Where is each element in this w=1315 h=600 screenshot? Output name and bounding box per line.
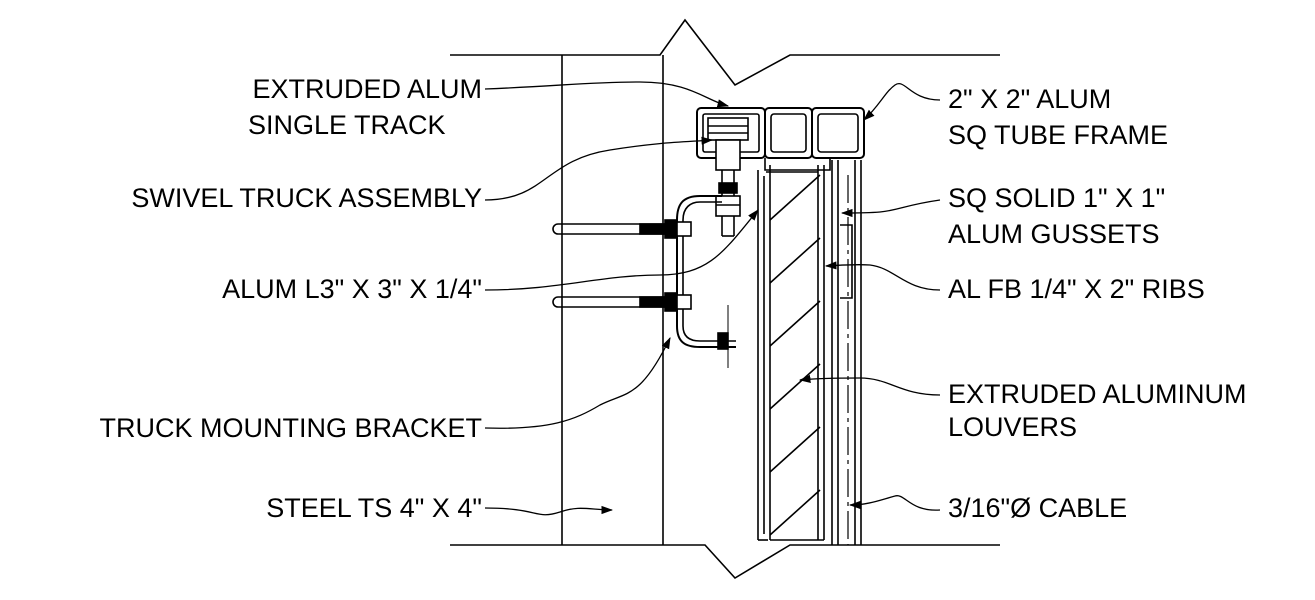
leader-cable: [848, 495, 941, 511]
label-alum-angle: ALUM L3" X 3" X 1/4": [222, 274, 482, 304]
label-steel-ts: STEEL TS 4" X 4": [266, 493, 482, 523]
label-sq-tube-1: 2" X 2" ALUM: [948, 84, 1111, 114]
leader-steel-ts: [484, 505, 614, 516]
label-extruded-track-1: EXTRUDED ALUM: [252, 74, 482, 104]
frame-side: [831, 160, 862, 545]
label-truck-bracket: TRUCK MOUNTING BRACKET: [99, 413, 482, 443]
label-louvers-1: EXTRUDED ALUMINUM: [948, 379, 1247, 409]
leader-extruded-track: [484, 81, 730, 108]
swivel-truck-assembly: [707, 117, 749, 237]
labels: EXTRUDED ALUM SINGLE TRACK SWIVEL TRUCK …: [99, 74, 1246, 523]
louver-blades: [766, 171, 821, 536]
label-gussets-1: SQ SOLID 1" X 1": [948, 183, 1165, 213]
label-extruded-track-2: SINGLE TRACK: [248, 110, 446, 140]
leader-swivel-truck: [484, 136, 714, 201]
leader-lines: [484, 81, 941, 516]
flat-bar-ribs: [769, 165, 825, 541]
label-gussets-2: ALUM GUSSETS: [948, 219, 1160, 249]
leader-truck-bracket: [484, 336, 671, 429]
leader-sq-tube: [863, 83, 941, 121]
anchor-bolt-upper: [552, 219, 692, 239]
label-sq-tube-2: SQ TUBE FRAME: [948, 120, 1168, 150]
label-cable: 3/16"Ø CABLE: [948, 493, 1127, 523]
sq-tube-frame: [764, 107, 865, 171]
label-louvers-2: LOUVERS: [948, 412, 1077, 442]
leader-louvers: [798, 374, 941, 396]
leader-gussets: [840, 199, 941, 218]
anchor-bolt-lower: [552, 292, 692, 312]
leader-ribs: [824, 261, 941, 291]
bottom-break-line: [450, 544, 1000, 580]
alum-angle: [757, 170, 768, 541]
top-break-line: [450, 18, 1000, 87]
label-swivel-truck: SWIVEL TRUCK ASSEMBLY: [131, 183, 482, 213]
leader-alum-angle: [484, 209, 759, 291]
label-ribs: AL FB 1/4" X 2" RIBS: [948, 274, 1205, 304]
